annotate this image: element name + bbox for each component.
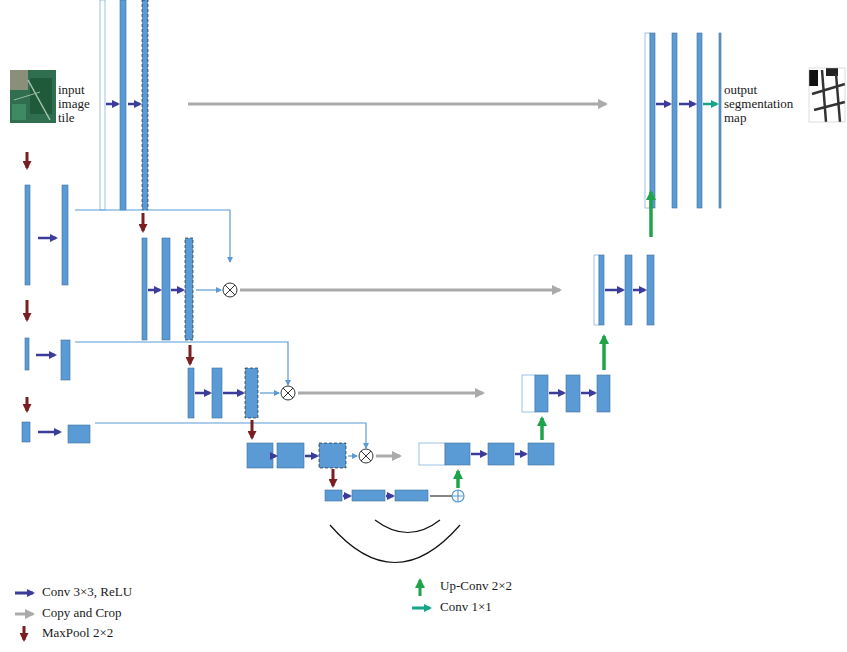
legend-text: Copy and Crop [42,606,121,620]
input-label: input image tile [58,83,98,125]
legend-samples [15,580,430,640]
multiply-symbols [223,283,373,463]
conv1x1-arrow [703,103,717,106]
upconv-arrows [458,192,651,488]
legend-text: Conv 1×1 [440,600,492,614]
maxpool-arrows [27,152,333,486]
copy-crop-arrows [188,104,606,456]
output-label: output segmentation map [724,83,806,125]
skip-lines [75,210,366,456]
conv-arrows [36,104,695,496]
legend-text: Conv 3×3, ReLU [42,585,132,599]
feature-maps [22,0,721,501]
legend-text: MaxPool 2×2 [42,626,113,640]
input-image [10,70,56,123]
legend-text: Up-Conv 2×2 [440,579,512,593]
residual-block [330,490,464,563]
output-image [809,68,845,122]
